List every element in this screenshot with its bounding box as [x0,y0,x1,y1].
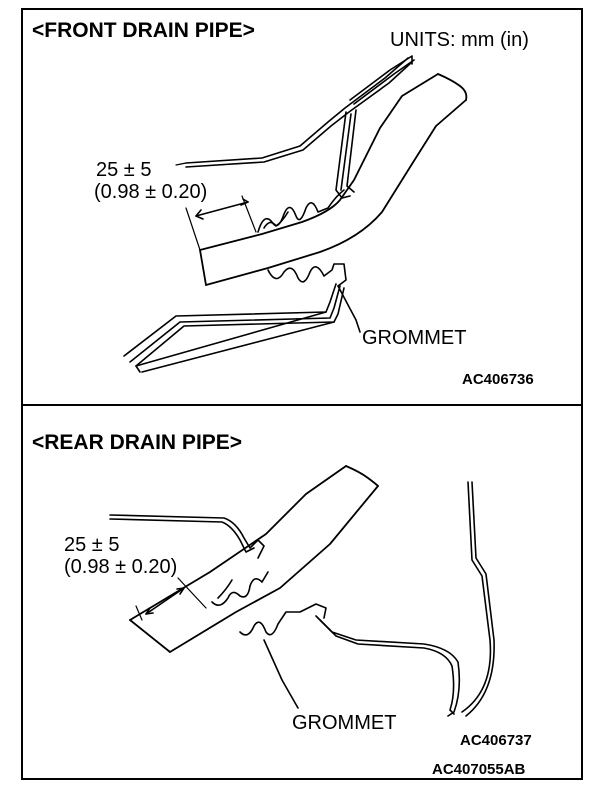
rear-dimension-line [135,577,207,621]
front-upper-panel [185,55,415,168]
front-lower-panel [123,283,345,373]
rear-figure-code: AC406737 [460,732,532,749]
rear-upper-panel [109,514,265,559]
rear-grommet-label: GROMMET [292,712,397,734]
rear-grommet-leader [263,639,299,709]
front-panel-flange [335,109,357,199]
rear-drain-pipe-drawing [109,465,495,717]
units-label: UNITS: mm (in) [390,29,529,51]
front-grommet-label: GROMMET [362,327,467,349]
diagram-frame [21,8,583,780]
front-drain-pipe [199,73,468,286]
rear-section-title: <REAR DRAIN PIPE> [32,431,243,454]
front-grommet-leader [337,285,361,333]
front-dimension-imperial: (0.98 ± 0.20) [94,181,208,203]
front-lower-grommet [267,263,347,287]
front-figure-code: AC406736 [462,371,534,388]
front-drain-pipe-drawing [123,55,468,373]
rear-dimension-imperial: (0.98 ± 0.20) [64,556,178,578]
front-upper-grommet [257,189,345,233]
document-code: AC407055AB [432,761,526,778]
front-dimension-metric: 25 ± 5 [96,159,152,181]
front-section-title: <FRONT DRAIN PIPE> [32,19,255,42]
rear-side-panel [461,481,495,717]
rear-upper-grommet [211,571,269,606]
rear-lower-grommet [239,603,327,636]
rear-dimension-metric: 25 ± 5 [64,534,120,556]
front-dimension-line [175,162,257,251]
rear-lower-panel [315,615,461,717]
rear-drain-pipe [129,465,379,653]
section-divider [21,404,583,406]
